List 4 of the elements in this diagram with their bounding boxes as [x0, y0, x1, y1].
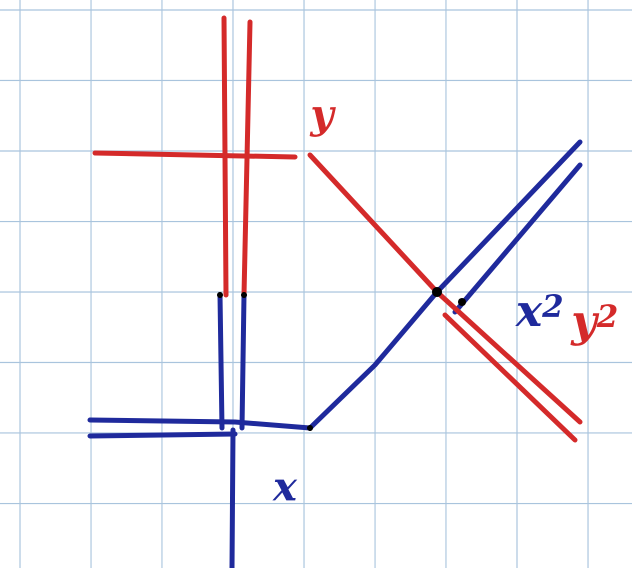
wire-label: y$^{2}$ — [570, 304, 617, 346]
wire-label: y — [310, 107, 336, 137]
wire-label: x$^{2}$ — [515, 294, 562, 326]
wire-label: x — [272, 480, 298, 500]
